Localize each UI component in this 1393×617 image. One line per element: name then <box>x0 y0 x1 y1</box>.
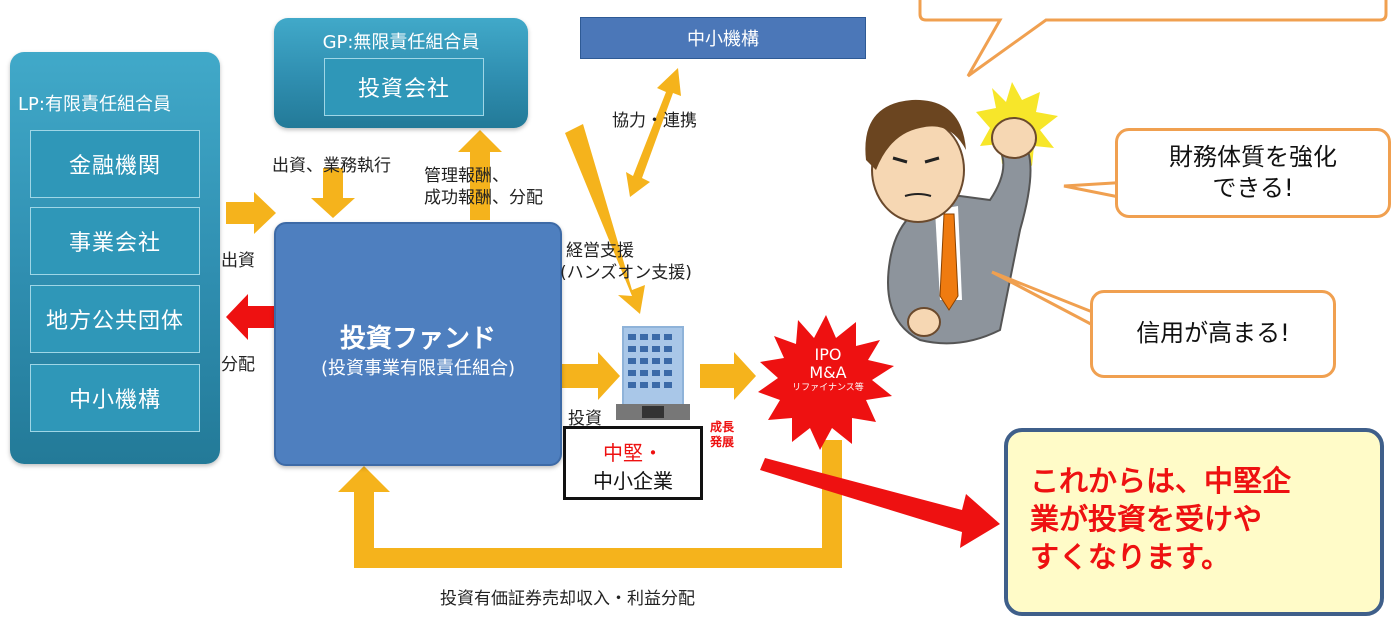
exit-burst-shape <box>758 315 894 450</box>
exit-ma: M&A <box>809 363 847 383</box>
arrow-management-support <box>565 124 645 314</box>
lp-title: LP:有限責任組合員 <box>18 94 171 115</box>
label-growth-2: 発展 <box>710 435 735 449</box>
label-fee-2: 成功報酬、分配 <box>424 188 543 208</box>
company-line2: 中小企業 <box>593 469 673 493</box>
lp-item-smrj: 中小機構 <box>30 364 200 432</box>
building-icon <box>616 326 690 420</box>
arrow-company-to-exit <box>700 352 756 400</box>
lp-item-local-governments: 地方公共団体 <box>30 285 200 353</box>
arrow-cooperation <box>626 68 681 197</box>
company-line1: 中堅・ <box>603 441 663 465</box>
callout-financial-line2: できる! <box>1212 174 1294 202</box>
exit-burst-text: IPO M&A リファイナンス等 <box>778 345 878 393</box>
fund-box: 投資ファンド (投資事業有限責任組合) <box>274 222 562 466</box>
label-lp-invest: 出資 <box>221 251 255 271</box>
gp-panel: GP:無限責任組合員 投資会社 <box>274 18 528 128</box>
lp-item-business-companies: 事業会社 <box>30 207 200 275</box>
callout-2-tail <box>991 270 1109 336</box>
arrow-fund-to-company <box>562 352 620 400</box>
callout-financial-strength: 財務体質を強化 できる! <box>1115 128 1391 218</box>
fund-subtitle: (投資事業有限責任組合) <box>320 358 516 379</box>
note-line3: すくなります。 <box>1030 540 1231 574</box>
note-box: これからは、中堅企 業が投資を受けや すくなります。 <box>1004 428 1384 616</box>
label-lp-distribution: 分配 <box>221 355 255 375</box>
lp-item-financial-institutions: 金融機関 <box>30 130 200 198</box>
speech-bubble-top <box>918 0 1388 78</box>
businessman-illustration <box>865 82 1058 345</box>
callout-financial-line1: 財務体質を強化 <box>1169 142 1337 171</box>
lp-panel: LP:有限責任組合員 金融機関 事業会社 地方公共団体 中小機構 <box>10 52 220 464</box>
fund-title: 投資ファンド <box>339 324 496 354</box>
smrj-top-box: 中小機構 <box>580 17 866 59</box>
label-invest-execution: 出資、業務執行 <box>272 156 391 176</box>
arrow-fee-up <box>458 130 502 220</box>
exit-ipo: IPO <box>814 345 842 364</box>
gp-title: GP:無限責任組合員 <box>322 32 480 53</box>
arrow-to-note <box>760 458 1000 548</box>
company-box: 中堅・ 中小企業 <box>563 426 703 500</box>
label-cooperation: 協力・連携 <box>612 111 697 131</box>
label-management-support-1: 経営支援 <box>566 241 634 261</box>
note-line1: これからは、中堅企 <box>1030 464 1292 498</box>
label-return: 投資有価証券売却収入・利益分配 <box>440 589 695 609</box>
label-invest: 投資 <box>568 409 602 429</box>
label-growth-1: 成長 <box>710 420 735 434</box>
note-line2: 業が投資を受けや <box>1030 502 1263 536</box>
arrow-distribution <box>226 294 276 340</box>
callout-credibility-text: 信用が高まる! <box>1136 319 1290 348</box>
arrow-lp-invest <box>226 192 276 234</box>
gp-investment-company: 投資会社 <box>324 58 484 116</box>
label-fee-1: 管理報酬、 <box>424 166 509 186</box>
callout-credibility: 信用が高まる! <box>1090 290 1336 378</box>
arrow-return-loop <box>338 440 842 568</box>
exit-refinance: リファイナンス等 <box>792 382 864 393</box>
arrow-invest-down <box>311 168 355 218</box>
label-management-support-2: (ハンズオン支援) <box>560 263 692 283</box>
